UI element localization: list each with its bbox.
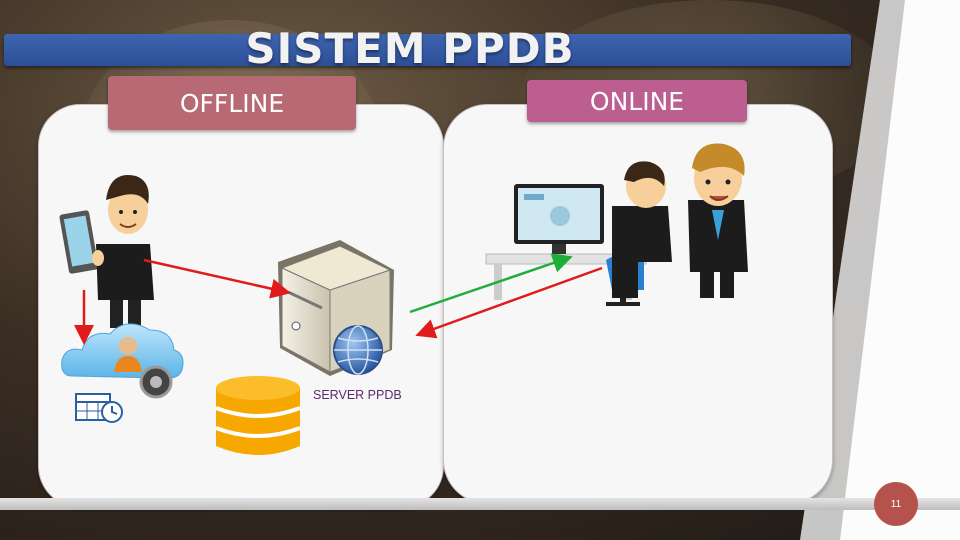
calendar-clock-icon — [75, 393, 123, 423]
page-title: SISTEM PPDB — [245, 24, 575, 73]
connection-arrows — [74, 253, 603, 345]
bottom-bar — [0, 498, 960, 510]
tab-online: ONLINE — [527, 80, 747, 122]
database-icon — [215, 376, 301, 455]
title-bar — [4, 34, 851, 66]
server-label: SERVER PPDB — [313, 388, 402, 402]
slide-number: 11 — [874, 482, 918, 526]
tab-offline: OFFLINE — [108, 76, 356, 130]
globe-icon — [333, 325, 383, 375]
two-people-icon — [612, 143, 748, 298]
person-tablet-icon — [59, 175, 154, 328]
cloud-user-lock-icon — [61, 323, 184, 399]
